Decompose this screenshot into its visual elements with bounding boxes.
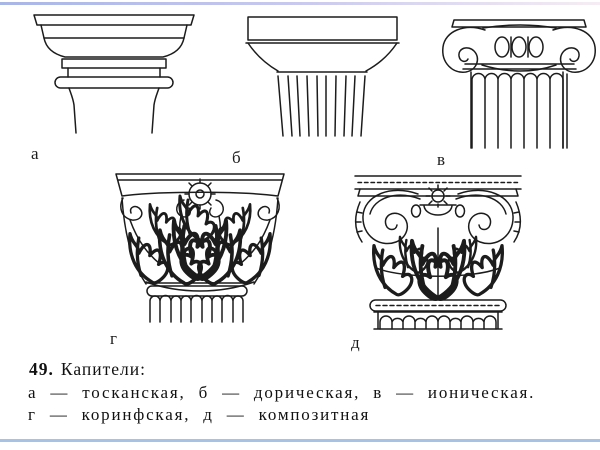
caption-title-line: 49. Капители: — [29, 359, 146, 380]
acanthus-leaves — [128, 194, 272, 292]
echinus — [247, 42, 398, 73]
drawing-label-tuscan: а — [31, 144, 40, 163]
astragal — [146, 282, 248, 297]
volutes — [362, 189, 514, 245]
top-border-rule — [0, 2, 600, 5]
echinus — [43, 37, 185, 58]
drawing-label-ionic: в — [437, 150, 446, 169]
decorated-abacus — [354, 175, 522, 197]
composite-capital-art — [354, 175, 522, 330]
tuscan-capital-drawing — [30, 10, 198, 135]
drawing-label-composite: д — [351, 333, 361, 352]
arched-flute-drum — [373, 311, 503, 330]
doric-capital-drawing — [245, 14, 400, 140]
neck — [61, 58, 167, 78]
caption-line-2: г — коринфская, д — композитная — [28, 405, 371, 424]
side-horns — [355, 201, 521, 243]
fleuron — [184, 178, 216, 210]
drawing-label-doric: б — [232, 148, 242, 167]
figure-title: Капители: — [60, 359, 146, 379]
ionic-capital-drawing — [438, 16, 600, 152]
abacus — [245, 16, 400, 44]
egg-and-dart-band — [481, 36, 557, 72]
fluted-shaft — [149, 294, 244, 323]
astragal — [54, 76, 174, 89]
abacus — [33, 14, 195, 39]
neck-bands — [462, 63, 577, 70]
ionic-capital-art — [442, 19, 596, 149]
astragal — [369, 299, 507, 312]
fluted-shaft — [277, 75, 366, 137]
figure-number: 49. — [29, 359, 54, 379]
tuscan-capital-art — [33, 14, 195, 134]
corinthian-capital-art — [115, 173, 285, 323]
abacus — [451, 19, 587, 29]
bottom-border-rule — [0, 439, 600, 442]
fluted-shaft — [470, 71, 568, 149]
acanthus-leaves — [372, 227, 504, 301]
drawing-label-corinthian: г — [110, 329, 118, 348]
corinthian-capital-drawing — [114, 170, 286, 328]
caption-line-1: а — тосканская, б — дорическая, в — иони… — [28, 383, 536, 402]
doric-capital-art — [245, 16, 400, 137]
composite-capital-drawing — [352, 172, 524, 332]
central-ornament — [410, 184, 466, 218]
shaft — [68, 87, 160, 134]
abacus — [115, 173, 285, 197]
volutes — [442, 26, 596, 73]
